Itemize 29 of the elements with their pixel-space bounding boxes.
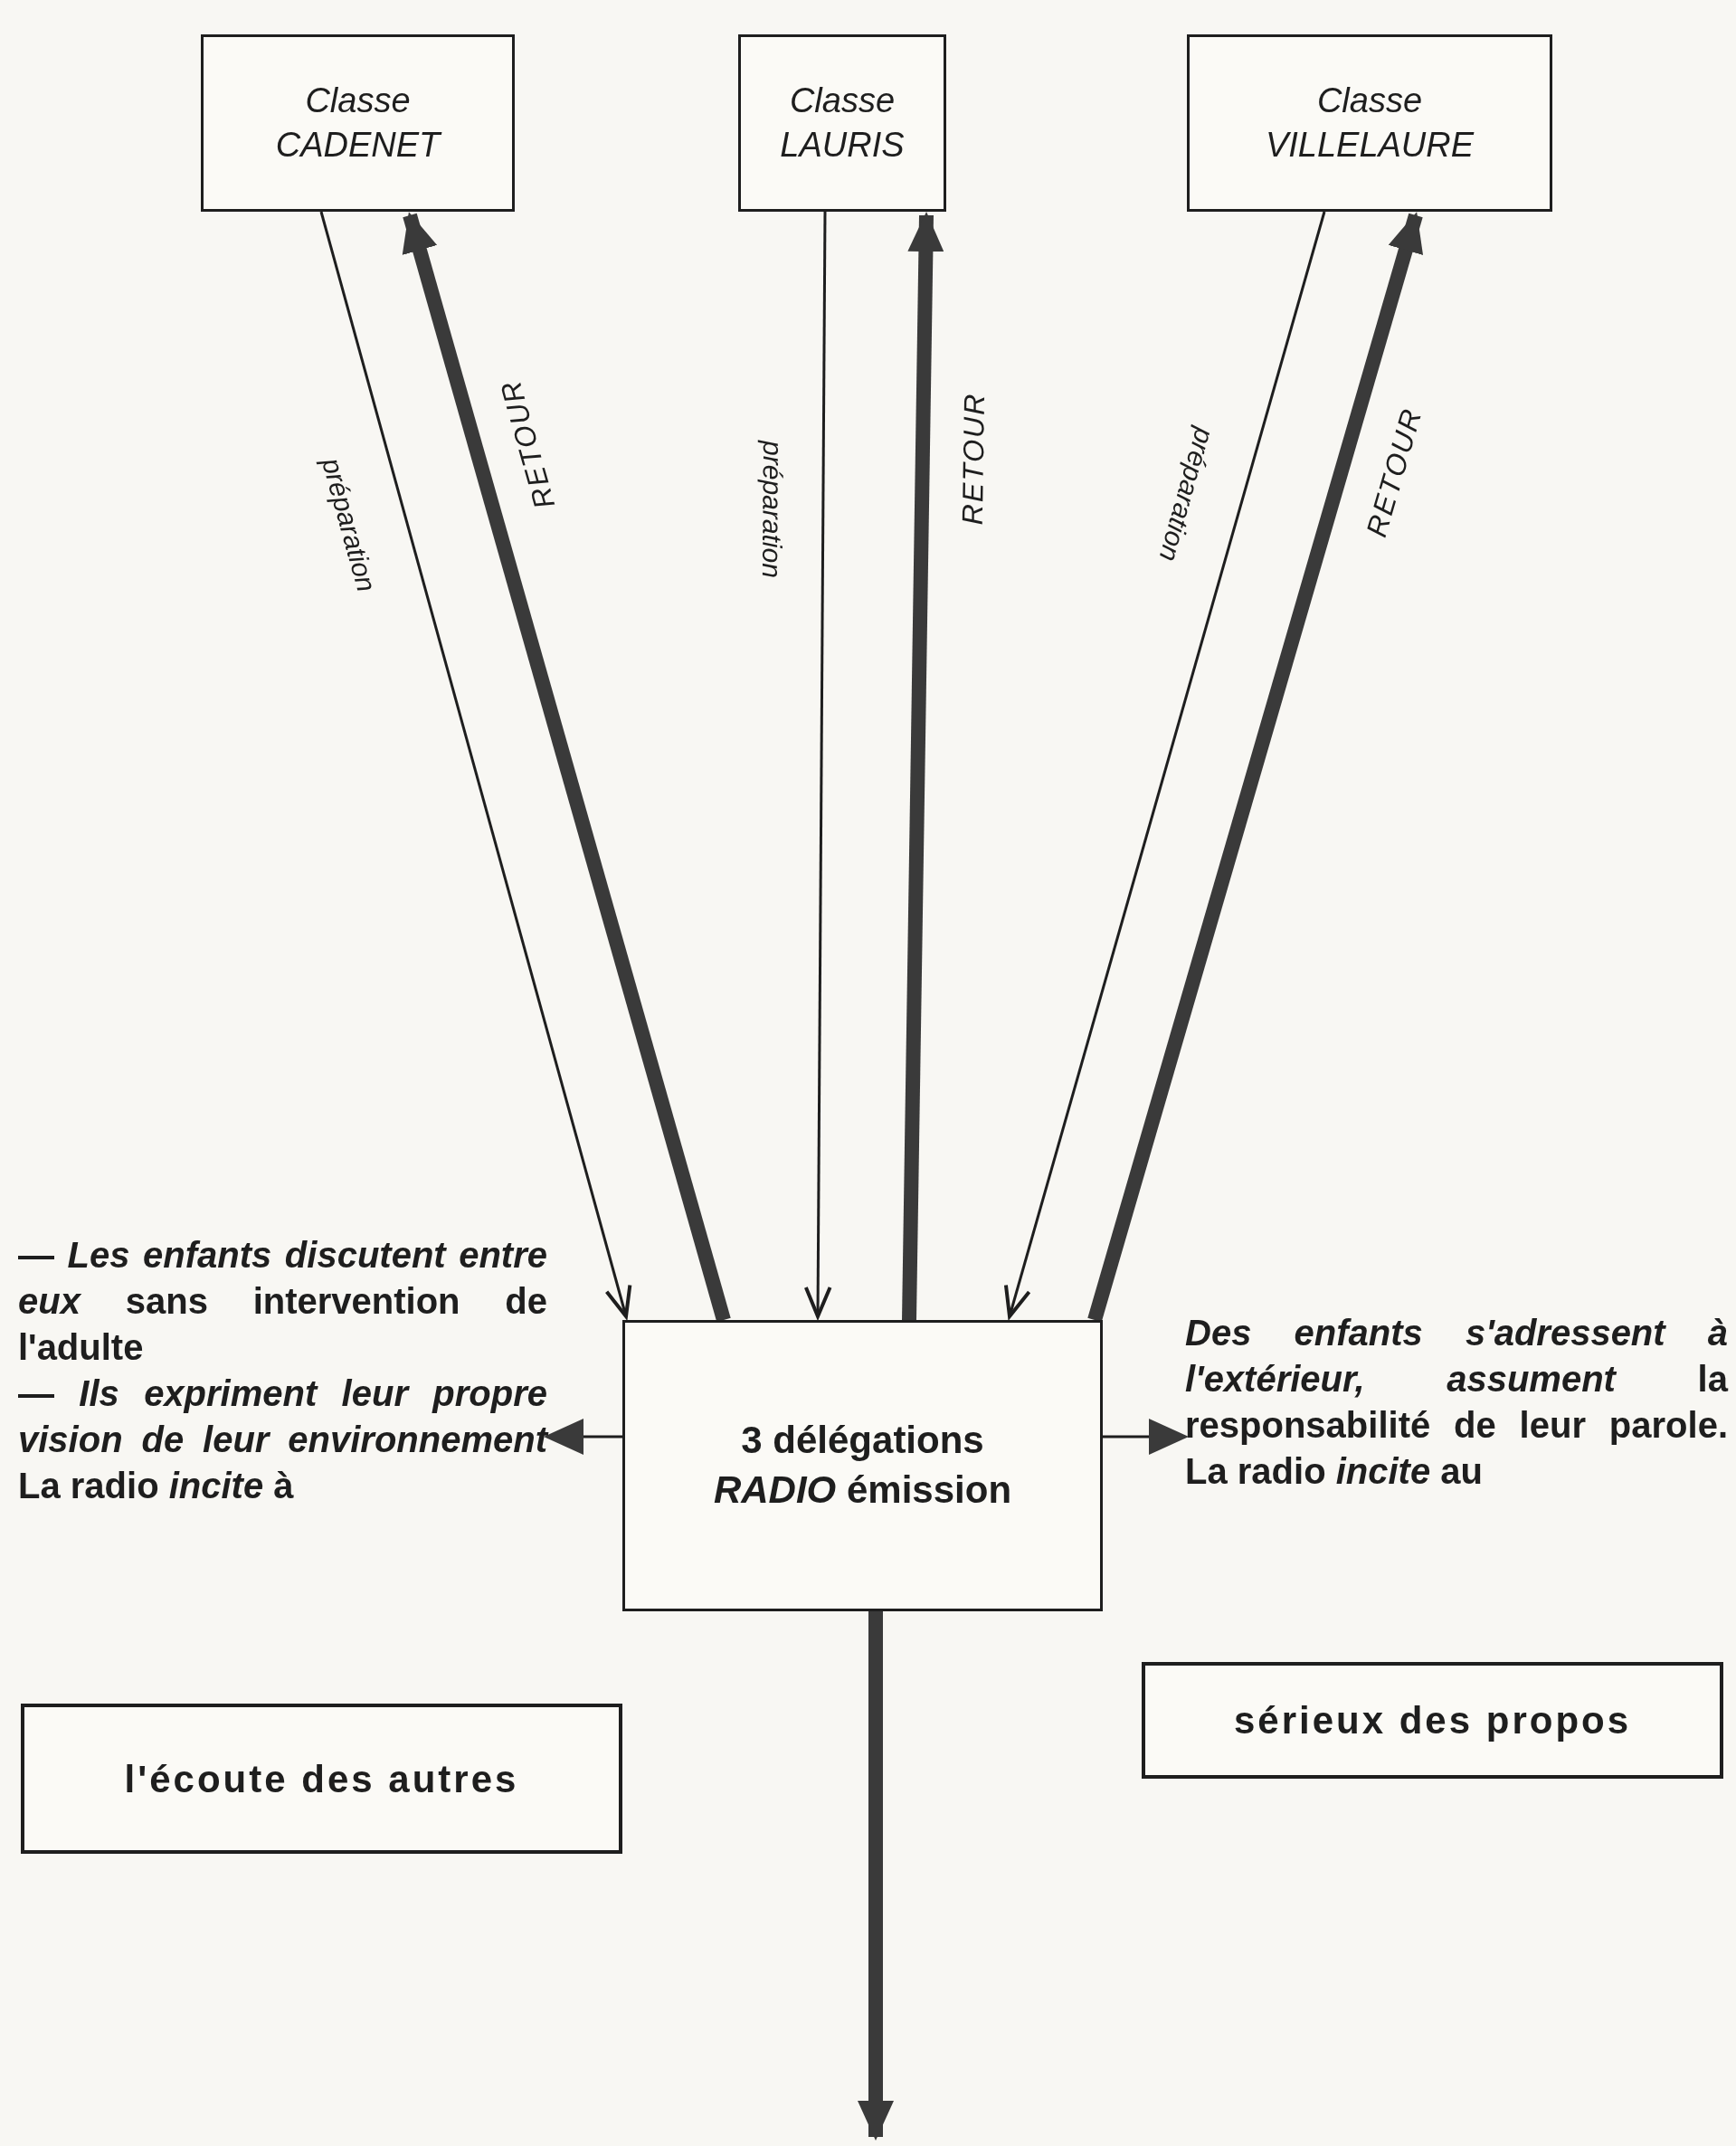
class-label: Classe — [305, 80, 411, 121]
paragraph: — Les enfants discutent entre eux sans intervention de l'adulte — [18, 1234, 547, 1369]
arrow — [1087, 212, 1424, 1323]
paragraph: Des enfants s'adressent à l'extérieur, assument la responsabilité de leur parole. — [1185, 1312, 1728, 1447]
arrow — [544, 1419, 622, 1455]
arrow — [902, 212, 944, 1321]
class-label: CADENET — [275, 125, 441, 166]
highlight-text: sérieux des propos — [1233, 1698, 1632, 1743]
class-label: LAURIS — [780, 125, 905, 166]
paragraph: La radio incite au — [1185, 1450, 1484, 1493]
class-box — [1187, 34, 1552, 212]
arrow — [1003, 211, 1326, 1318]
arrow — [858, 1611, 894, 2141]
highlight-text: l'écoute des autres — [124, 1756, 519, 1802]
edge-label: RETOUR — [954, 392, 991, 527]
edge-label: préparation — [755, 441, 789, 579]
class-label: Classe — [1316, 80, 1423, 121]
arrow — [803, 212, 832, 1318]
box-title: 3 délégations RADIO émission — [712, 1418, 1013, 1513]
class-label: VILLELAURE — [1265, 125, 1475, 166]
class-box — [738, 34, 946, 212]
framed-box — [21, 1704, 622, 1854]
arrow — [1103, 1419, 1189, 1455]
framed-box — [1142, 1662, 1723, 1779]
class-label: Classe — [789, 80, 896, 121]
class-box — [201, 34, 515, 212]
radio-box — [622, 1320, 1103, 1611]
paragraph: La radio incite à — [18, 1465, 295, 1507]
arrow — [319, 211, 632, 1318]
